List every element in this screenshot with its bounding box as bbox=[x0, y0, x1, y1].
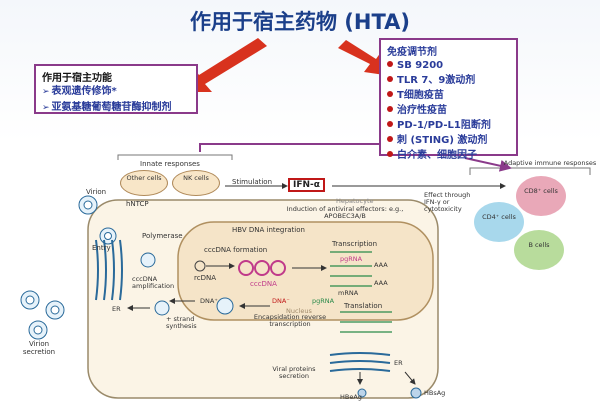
virion-label: Virion bbox=[86, 188, 107, 196]
stimulation-label: Stimulation bbox=[232, 178, 273, 186]
polymerase-label: Polymerase bbox=[142, 232, 183, 240]
red-arrow-right bbox=[338, 40, 392, 76]
adaptive-responses-label: Adaptive immune responses bbox=[503, 159, 597, 167]
hbsag-icon bbox=[410, 387, 422, 399]
er-right-label: ER bbox=[394, 359, 403, 367]
host-function-item-1: ➢表观遗传修饰* bbox=[42, 86, 117, 97]
rcdna-label: rcDNA bbox=[194, 274, 216, 282]
nk-cells-node: NK cells bbox=[172, 170, 220, 196]
innate-responses-label: Innate responses bbox=[140, 160, 200, 168]
hbv-integration-label: HBV DNA integration bbox=[232, 226, 305, 234]
immunomodulator-item-7: 白介素、细胞因子 bbox=[387, 148, 510, 163]
host-function-item-2: ➢亚氨基糖葡萄糖苷酶抑制剂 bbox=[42, 102, 172, 113]
red-arrow-left bbox=[180, 38, 267, 92]
nucleus-label: Nucleus bbox=[286, 307, 312, 315]
immunomodulator-item-6: 刺 (STING) 激动剂 bbox=[387, 133, 510, 148]
ifn-alpha-box: IFN-α bbox=[288, 178, 325, 192]
immunomodulator-item-1: SB 9200 bbox=[387, 58, 510, 73]
purple-line-left bbox=[199, 143, 380, 152]
dna-minus-label: DNA⁻ bbox=[272, 297, 290, 305]
host-function-box: 作用于宿主功能 ➢表观遗传修饰* ➢亚氨基糖葡萄糖苷酶抑制剂 bbox=[34, 64, 198, 114]
er-right bbox=[329, 352, 391, 372]
encapsidation-label: Encapsidation reverse transcription bbox=[253, 313, 327, 328]
hntcp-label: hNTCP bbox=[126, 200, 149, 208]
cccdna-label: cccDNA bbox=[250, 280, 277, 288]
virion-secretion-label: Virion secretion bbox=[22, 340, 56, 356]
immunomodulator-box: 免疫调节剂 SB 9200 TLR 7、9激动剂 T细胞疫苗 治疗性疫苗 PD-… bbox=[379, 38, 518, 161]
hbsag-label: HBsAg bbox=[424, 389, 446, 397]
translation-label: Translation bbox=[344, 302, 383, 310]
page-title: 作用于宿主药物 (HTA) bbox=[189, 10, 411, 34]
immunomodulator-item-2: TLR 7、9激动剂 bbox=[387, 73, 510, 88]
er-left-label: ER bbox=[112, 305, 121, 313]
cccdna-amplification-label: cccDNA amplification bbox=[132, 275, 175, 290]
viral-proteins-label: Viral proteins secretion bbox=[272, 365, 316, 380]
nucleus bbox=[177, 221, 434, 321]
hepatocyte-label: Hepatocyte bbox=[336, 197, 374, 205]
immunomodulator-item-4: 治疗性疫苗 bbox=[387, 103, 510, 118]
immunomodulator-item-3: T细胞疫苗 bbox=[387, 88, 510, 103]
other-cells-node: Other cells bbox=[120, 170, 168, 196]
immunomodulator-item-5: PD-1/PD-L1阻断剂 bbox=[387, 118, 510, 133]
b-cells-node: B cells bbox=[514, 230, 564, 270]
aaa-label-1: AAA bbox=[374, 261, 388, 269]
purple-arrow-right bbox=[464, 157, 512, 172]
pgrna-label-2: pgRNA bbox=[312, 297, 335, 305]
transcription-label: Transcription bbox=[332, 240, 378, 248]
er-left bbox=[95, 239, 123, 301]
induction-label: Induction of antiviral effectors: e.g., … bbox=[286, 205, 404, 220]
pgrna-label: pgRNA bbox=[340, 255, 363, 263]
immunomodulator-heading: 免疫调节剂 bbox=[387, 47, 437, 58]
hbeag-icon bbox=[357, 388, 367, 398]
effect-through-label: Effect through IFN-γ or cytotoxicity bbox=[424, 191, 471, 213]
cccdna-icon bbox=[238, 260, 286, 276]
strand-synthesis-label: + strand synthesis bbox=[166, 315, 197, 330]
hbeag-label: HBeAg bbox=[340, 393, 362, 401]
cccdna-formation-label: cccDNA formation bbox=[204, 246, 268, 254]
entry-label: Entry bbox=[92, 244, 111, 252]
aaa-label-2: AAA bbox=[374, 279, 388, 287]
cd4-cells-node: CD4⁺ cells bbox=[474, 202, 524, 242]
host-function-heading: 作用于宿主功能 bbox=[42, 73, 112, 84]
dna-plus-label: DNA⁺ bbox=[200, 297, 218, 305]
mrna-label: mRNA bbox=[338, 289, 359, 297]
cd8-cells-node: CD8⁺ cells bbox=[516, 176, 566, 216]
